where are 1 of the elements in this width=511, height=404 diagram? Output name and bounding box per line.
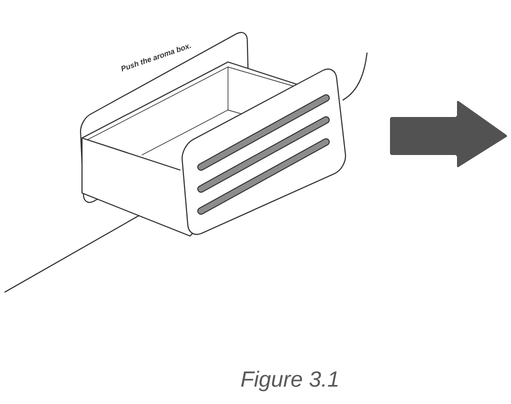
figure-caption: Figure 3.1 (241, 370, 338, 392)
